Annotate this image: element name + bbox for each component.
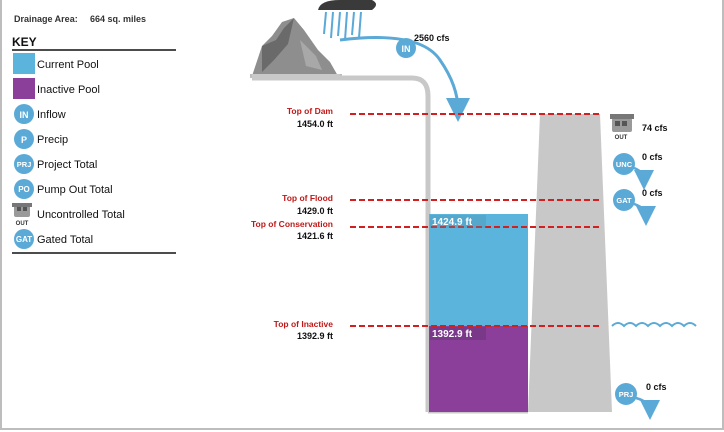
project-total-badge: PRJ — [615, 383, 660, 420]
project-total-value: 0 cfs — [646, 382, 667, 392]
key-label-inactive-pool: Inactive Pool — [37, 84, 100, 96]
svg-text:UNC: UNC — [616, 160, 633, 169]
top-of-inactive-value: 1392.9 ft — [297, 331, 333, 341]
current-pool — [429, 214, 528, 326]
key-label-precip: Precip — [37, 134, 68, 146]
inactive-pool-swatch — [13, 78, 35, 99]
gated-value: 0 cfs — [642, 188, 663, 198]
drainage-area-label: Drainage Area: — [14, 14, 78, 24]
top-of-dam-label: Top of Dam — [287, 106, 334, 116]
drainage-area: Drainage Area: 664 sq. miles — [14, 14, 146, 24]
inactive-pool-label-bg — [430, 327, 486, 340]
gated-total-key-icon: GAT — [14, 229, 34, 249]
level-lines — [350, 113, 602, 327]
top-of-flood-value: 1429.0 ft — [297, 206, 333, 216]
inflow-channel — [252, 75, 431, 412]
level-labels: Top of Dam 1454.0 ft Top of Flood 1429.0… — [251, 106, 333, 341]
inactive-pool — [429, 326, 528, 412]
svg-text:IN: IN — [402, 44, 411, 54]
top-of-dam-value: 1454.0 ft — [297, 119, 333, 129]
mountain-icon — [250, 18, 342, 78]
svg-text:OUT: OUT — [16, 221, 29, 227]
drainage-area-value: 664 sq. miles — [90, 14, 146, 24]
svg-text:PRJ: PRJ — [17, 160, 32, 169]
top-of-flood-label: Top of Flood — [282, 193, 333, 203]
svg-text:PRJ: PRJ — [619, 390, 634, 399]
current-pool-label-bg — [430, 215, 486, 228]
current-pool-swatch — [13, 53, 35, 74]
uncontrolled-outlet-value: 74 cfs — [642, 123, 668, 133]
unc-value: 0 cfs — [642, 152, 663, 162]
svg-text:IN: IN — [20, 110, 29, 120]
uncontrolled-outlet-icon: OUT — [610, 114, 634, 141]
uncontrolled-key-icon: OUT — [12, 203, 32, 227]
top-of-inactive-label: Top of Inactive — [274, 319, 334, 329]
key-label-pump-out-total: Pump Out Total — [37, 184, 113, 196]
top-of-conservation-label: Top of Conservation — [251, 219, 333, 229]
inflow-key-icon: IN — [14, 104, 34, 124]
tailwater-wave — [611, 322, 697, 328]
svg-text:GAT: GAT — [616, 196, 632, 205]
key-label-inflow: Inflow — [37, 109, 66, 121]
svg-text:PO: PO — [18, 185, 30, 194]
gated-badge: GAT — [613, 189, 656, 226]
rain-cloud-icon — [318, 0, 376, 41]
svg-text:OUT: OUT — [615, 135, 628, 141]
key-label-current-pool: Current Pool — [37, 59, 99, 71]
inflow-badge: IN — [396, 38, 416, 58]
inactive-pool-elevation: 1392.9 ft — [432, 329, 473, 340]
key-label-project-total: Project Total — [37, 159, 97, 171]
key-label-uncontrolled-total: Uncontrolled Total — [37, 209, 125, 221]
precip-key-icon: P — [14, 129, 34, 149]
key-label-gated-total: Gated Total — [37, 234, 93, 246]
pump-out-key-icon: PO — [14, 179, 34, 199]
dam-structure — [528, 114, 612, 412]
key-title: KEY — [12, 35, 37, 49]
unc-badge: UNC — [613, 153, 654, 190]
inflow-arrow — [339, 36, 470, 122]
project-total-key-icon: PRJ — [14, 154, 34, 174]
svg-text:P: P — [21, 135, 27, 145]
inflow-value: 2560 cfs — [414, 33, 450, 43]
key-legend: KEY Current Pool Inactive Pool IN Inflow… — [12, 35, 176, 254]
top-of-conservation-value: 1421.6 ft — [297, 231, 333, 241]
svg-text:GAT: GAT — [16, 235, 32, 244]
current-pool-elevation: 1424.9 ft — [432, 217, 473, 228]
